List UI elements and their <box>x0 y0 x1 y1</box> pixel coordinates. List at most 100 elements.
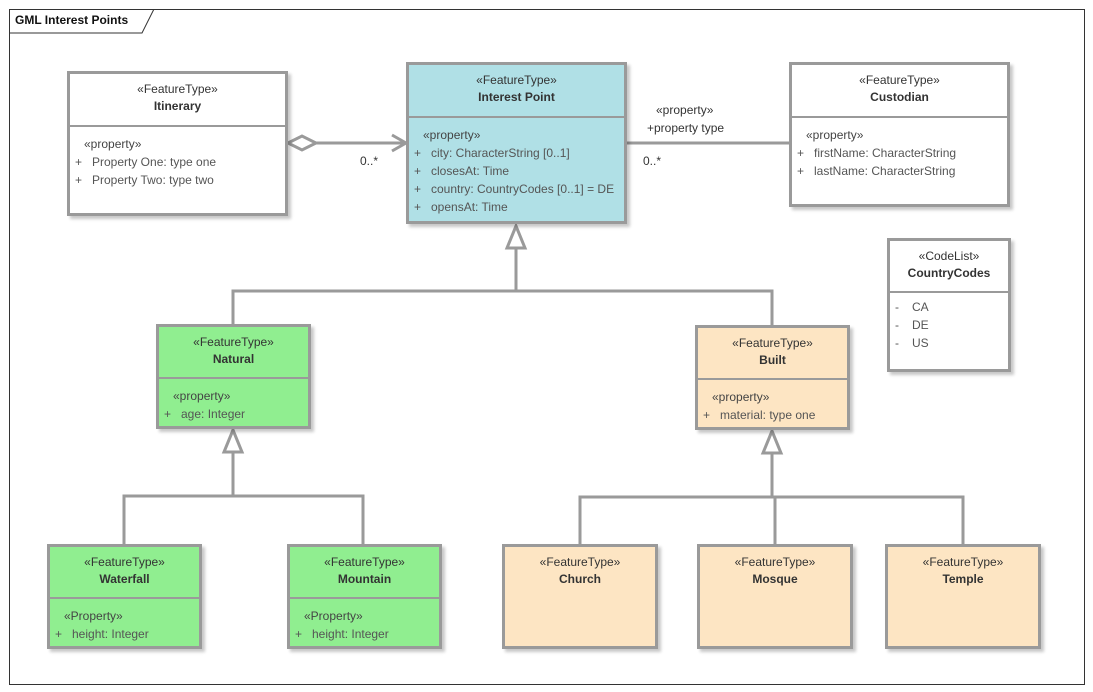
visibility-marker: + <box>414 200 422 214</box>
class-name: Custodian <box>870 90 929 104</box>
class-name: Itinerary <box>153 99 202 113</box>
attribute-text: firstName: CharacterString <box>814 146 957 160</box>
generalization-arrow-natural <box>221 426 245 454</box>
class-name: Waterfall <box>99 572 150 586</box>
class-stereotype: «FeatureType» <box>922 555 1004 569</box>
diagram-title: GML Interest Points <box>15 13 129 27</box>
class-natural[interactable]: «FeatureType» Natural «property» + age: I… <box>156 324 311 429</box>
class-stereotype: «FeatureType» <box>476 73 557 87</box>
visibility-marker: + <box>55 627 63 641</box>
attribute-section-label: «property» <box>173 389 231 403</box>
enum-literal-text: CA <box>912 300 929 314</box>
class-name: Mountain <box>337 572 392 586</box>
attribute-row[interactable]: + city: CharacterString [0..1] <box>409 144 624 162</box>
class-stereotype: «FeatureType» <box>859 73 940 87</box>
visibility-marker: - <box>895 318 899 332</box>
attribute-row[interactable]: + age: Integer <box>159 405 308 423</box>
class-country-codes[interactable]: «CodeList» CountryCodes -CA -DE -US <box>887 238 1011 372</box>
attribute-text: opensAt: Time <box>431 200 508 214</box>
attribute-text: country: CountryCodes [0..1] = DE <box>431 182 615 196</box>
visibility-marker: + <box>164 407 172 421</box>
attribute-row[interactable]: + firstName: CharacterString <box>792 144 1007 162</box>
enum-literal-row[interactable]: -US <box>890 334 1008 352</box>
attribute-text: age: Integer <box>181 407 246 421</box>
diagram-frame <box>9 9 1085 685</box>
class-stereotype: «FeatureType» <box>193 335 274 349</box>
attribute-row[interactable]: + Property Two: type two <box>70 171 285 189</box>
attribute-section-label: «property» <box>423 128 481 142</box>
class-stereotype: «FeatureType» <box>734 555 816 569</box>
generalization-waterfall-line <box>122 494 365 545</box>
class-itinerary[interactable]: «FeatureType» Itinerary «property» + Prop… <box>67 71 288 216</box>
generalization-arrow-interest <box>504 222 528 250</box>
attribute-text: city: CharacterString [0..1] <box>431 146 570 160</box>
class-name: CountryCodes <box>907 266 991 280</box>
attribute-text: Property One: type one <box>92 155 217 169</box>
enum-literal-text: US <box>912 336 929 350</box>
visibility-marker: + <box>75 173 83 187</box>
class-mosque[interactable]: «FeatureType» Mosque <box>697 544 853 649</box>
class-custodian[interactable]: «FeatureType» Custodian «property» + firs… <box>789 62 1010 207</box>
attribute-section-label: «property» <box>712 390 770 404</box>
class-stereotype: «FeatureType» <box>137 82 218 96</box>
generalization-natural-line <box>231 289 774 326</box>
visibility-marker: + <box>414 146 422 160</box>
attribute-section-label: «property» <box>84 137 142 151</box>
class-stereotype: «FeatureType» <box>539 555 621 569</box>
attribute-text: material: type one <box>720 408 816 422</box>
attribute-row[interactable]: + material: type one <box>698 406 847 424</box>
class-name: Built <box>759 353 786 367</box>
attribute-text: height: Integer <box>312 627 389 641</box>
class-stereotype: «FeatureType» <box>732 336 813 350</box>
aggregation-diamond <box>284 134 320 152</box>
attribute-text: height: Integer <box>72 627 149 641</box>
attribute-section-label: «Property» <box>64 609 123 623</box>
enum-literal-row[interactable]: -CA <box>890 298 1008 316</box>
attribute-row[interactable]: + closesAt: Time <box>409 162 624 180</box>
attribute-text: closesAt: Time <box>431 164 510 178</box>
attribute-text: lastName: CharacterString <box>814 164 956 178</box>
visibility-marker: - <box>895 336 899 350</box>
class-stereotype: «CodeList» <box>918 249 980 263</box>
multiplicity-label-itinerary: 0..* <box>360 154 379 168</box>
class-name: Mosque <box>752 572 798 586</box>
attribute-row[interactable]: + lastName: CharacterString <box>792 162 1007 180</box>
enum-literal-row[interactable]: -DE <box>890 316 1008 334</box>
visibility-marker: + <box>703 408 711 422</box>
class-temple[interactable]: «FeatureType» Temple <box>885 544 1041 649</box>
enum-literal-text: DE <box>912 318 929 332</box>
generalization-arrow-built <box>760 427 784 455</box>
attribute-row[interactable]: + country: CountryCodes [0..1] = DE <box>409 180 624 198</box>
class-name: Temple <box>942 572 984 586</box>
class-waterfall[interactable]: «FeatureType» Waterfall «Property» + heig… <box>47 544 202 649</box>
visibility-marker: + <box>414 182 422 196</box>
association-stereotype-label: «property» <box>656 103 714 117</box>
visibility-marker: + <box>295 627 303 641</box>
diagram-frame-tab <box>9 9 155 34</box>
class-church[interactable]: «FeatureType» Church <box>502 544 658 649</box>
visibility-marker: + <box>414 164 422 178</box>
attribute-row[interactable]: + Property One: type one <box>70 153 285 171</box>
visibility-marker: - <box>895 300 899 314</box>
attribute-row[interactable]: + height: Integer <box>290 625 439 643</box>
visibility-marker: + <box>797 164 805 178</box>
class-stereotype: «FeatureType» <box>84 555 165 569</box>
class-name: Natural <box>212 352 255 366</box>
class-name: Interest Point <box>478 90 555 104</box>
attribute-text: Property Two: type two <box>92 173 214 187</box>
class-mountain[interactable]: «FeatureType» Mountain «Property» + heigh… <box>287 544 442 649</box>
attribute-section-label: «property» <box>806 128 864 142</box>
visibility-marker: + <box>797 146 805 160</box>
multiplicity-label-custodian: 0..* <box>643 154 662 168</box>
class-stereotype: «FeatureType» <box>324 555 405 569</box>
class-name: Church <box>559 572 601 586</box>
attribute-row[interactable]: + height: Integer <box>50 625 199 643</box>
attribute-section-label: «Property» <box>304 609 363 623</box>
generalization-church-line <box>578 495 965 545</box>
class-interest-point[interactable]: «FeatureType» Interest Point «property» … <box>406 62 627 224</box>
association-role-label: +property type <box>647 121 725 135</box>
class-built[interactable]: «FeatureType» Built «property» + material… <box>695 325 850 430</box>
attribute-row[interactable]: + opensAt: Time <box>409 198 624 216</box>
visibility-marker: + <box>75 155 83 169</box>
